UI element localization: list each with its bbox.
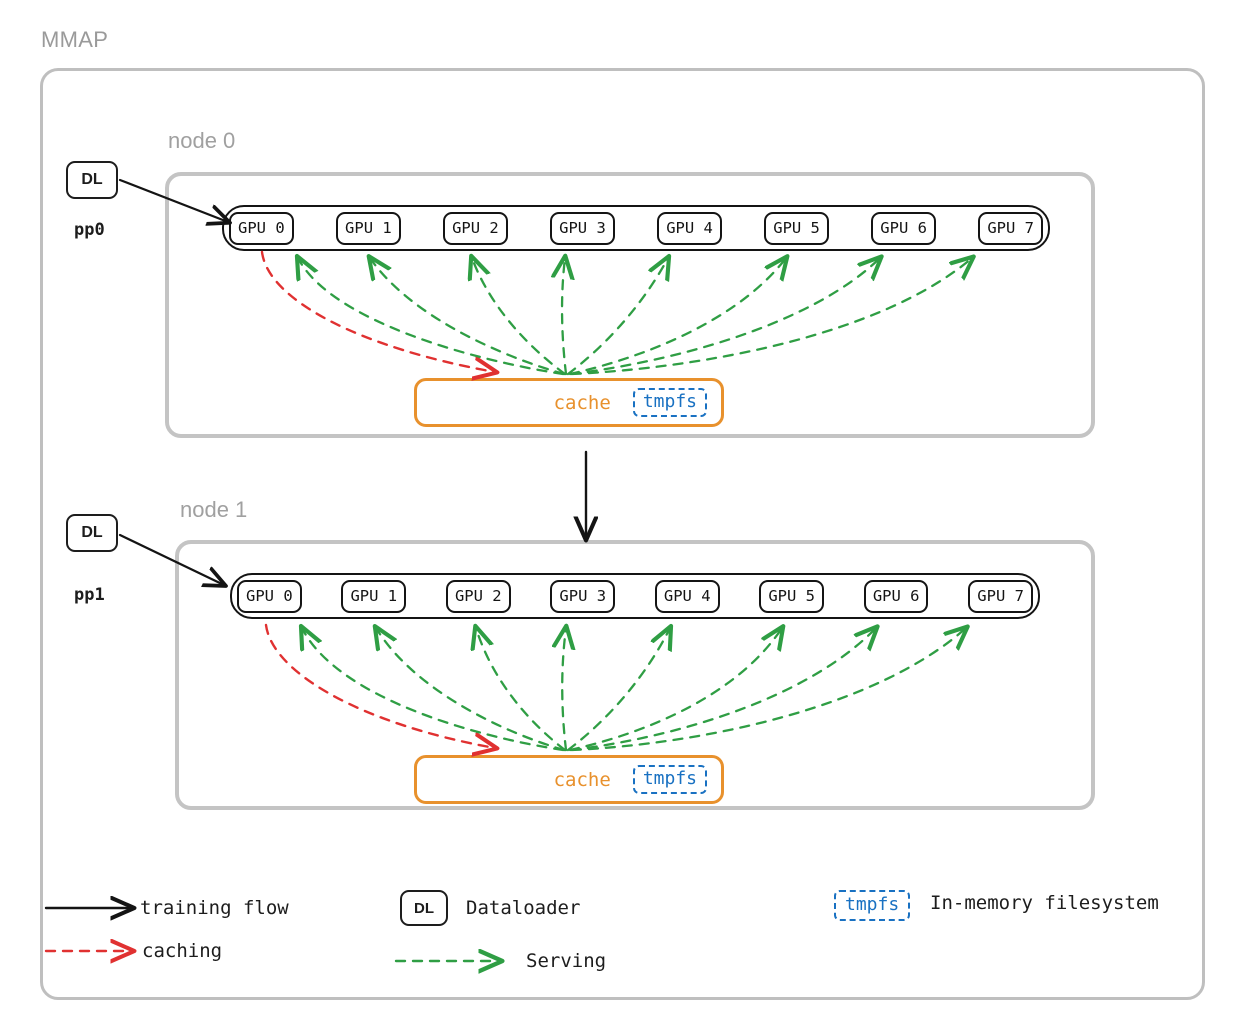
legend-tmpfs-label: In-memory filesystem bbox=[930, 892, 1159, 914]
gpu-chip[interactable]: GPU 6 bbox=[863, 579, 929, 613]
node-label-1: node 1 bbox=[180, 497, 248, 522]
gpu-chip[interactable]: GPU 2 bbox=[443, 211, 508, 245]
legend-training-flow-label: training flow bbox=[140, 897, 289, 919]
dataloader-box-0[interactable]: DL bbox=[66, 161, 118, 199]
cache-label: cache bbox=[553, 768, 611, 791]
page-title: MMAP bbox=[41, 27, 109, 52]
gpu-chip[interactable]: GPU 1 bbox=[336, 211, 401, 245]
mmap-outer-frame bbox=[40, 68, 1205, 1000]
legend-tmpfs-icon: tmpfs bbox=[834, 890, 911, 921]
gpu-chip[interactable]: GPU 3 bbox=[550, 579, 616, 613]
legend-dataloader-label: Dataloader bbox=[466, 897, 581, 919]
tmpfs-badge: tmpfs bbox=[632, 765, 707, 794]
cache-label: cache bbox=[553, 391, 611, 414]
gpu-chip[interactable]: GPU 1 bbox=[341, 579, 407, 613]
gpu-chip[interactable]: GPU 7 bbox=[978, 211, 1043, 245]
node-container-1 bbox=[175, 540, 1095, 810]
gpu-chip[interactable]: GPU 0 bbox=[229, 211, 294, 245]
gpu-row-0: GPU 0 GPU 1 GPU 2 GPU 3 GPU 4 GPU 5 GPU … bbox=[222, 205, 1050, 251]
legend-caching-label: caching bbox=[142, 940, 223, 962]
legend-dataloader-icon: DL bbox=[400, 890, 448, 926]
cache-box-1[interactable]: cache tmpfs bbox=[414, 755, 724, 804]
pp-label-0: pp0 bbox=[74, 220, 105, 240]
node-container-0 bbox=[165, 172, 1095, 438]
dataloader-box-1[interactable]: DL bbox=[66, 514, 118, 552]
gpu-chip[interactable]: GPU 0 bbox=[237, 579, 302, 613]
gpu-row-1: GPU 0 GPU 1 GPU 2 GPU 3 GPU 4 GPU 5 GPU … bbox=[230, 573, 1040, 619]
gpu-chip[interactable]: GPU 2 bbox=[445, 579, 511, 613]
legend-serving-label: Serving bbox=[526, 950, 607, 972]
tmpfs-badge: tmpfs bbox=[632, 388, 707, 417]
gpu-chip[interactable]: GPU 6 bbox=[871, 211, 936, 245]
node-label-0: node 0 bbox=[168, 128, 236, 153]
gpu-chip[interactable]: GPU 4 bbox=[654, 579, 720, 613]
gpu-chip[interactable]: GPU 7 bbox=[968, 579, 1033, 613]
cache-box-0[interactable]: cache tmpfs bbox=[414, 378, 724, 427]
gpu-chip[interactable]: GPU 5 bbox=[759, 579, 825, 613]
gpu-chip[interactable]: GPU 5 bbox=[764, 211, 829, 245]
pp-label-1: pp1 bbox=[74, 585, 105, 605]
gpu-chip[interactable]: GPU 3 bbox=[550, 211, 615, 245]
gpu-chip[interactable]: GPU 4 bbox=[657, 211, 722, 245]
